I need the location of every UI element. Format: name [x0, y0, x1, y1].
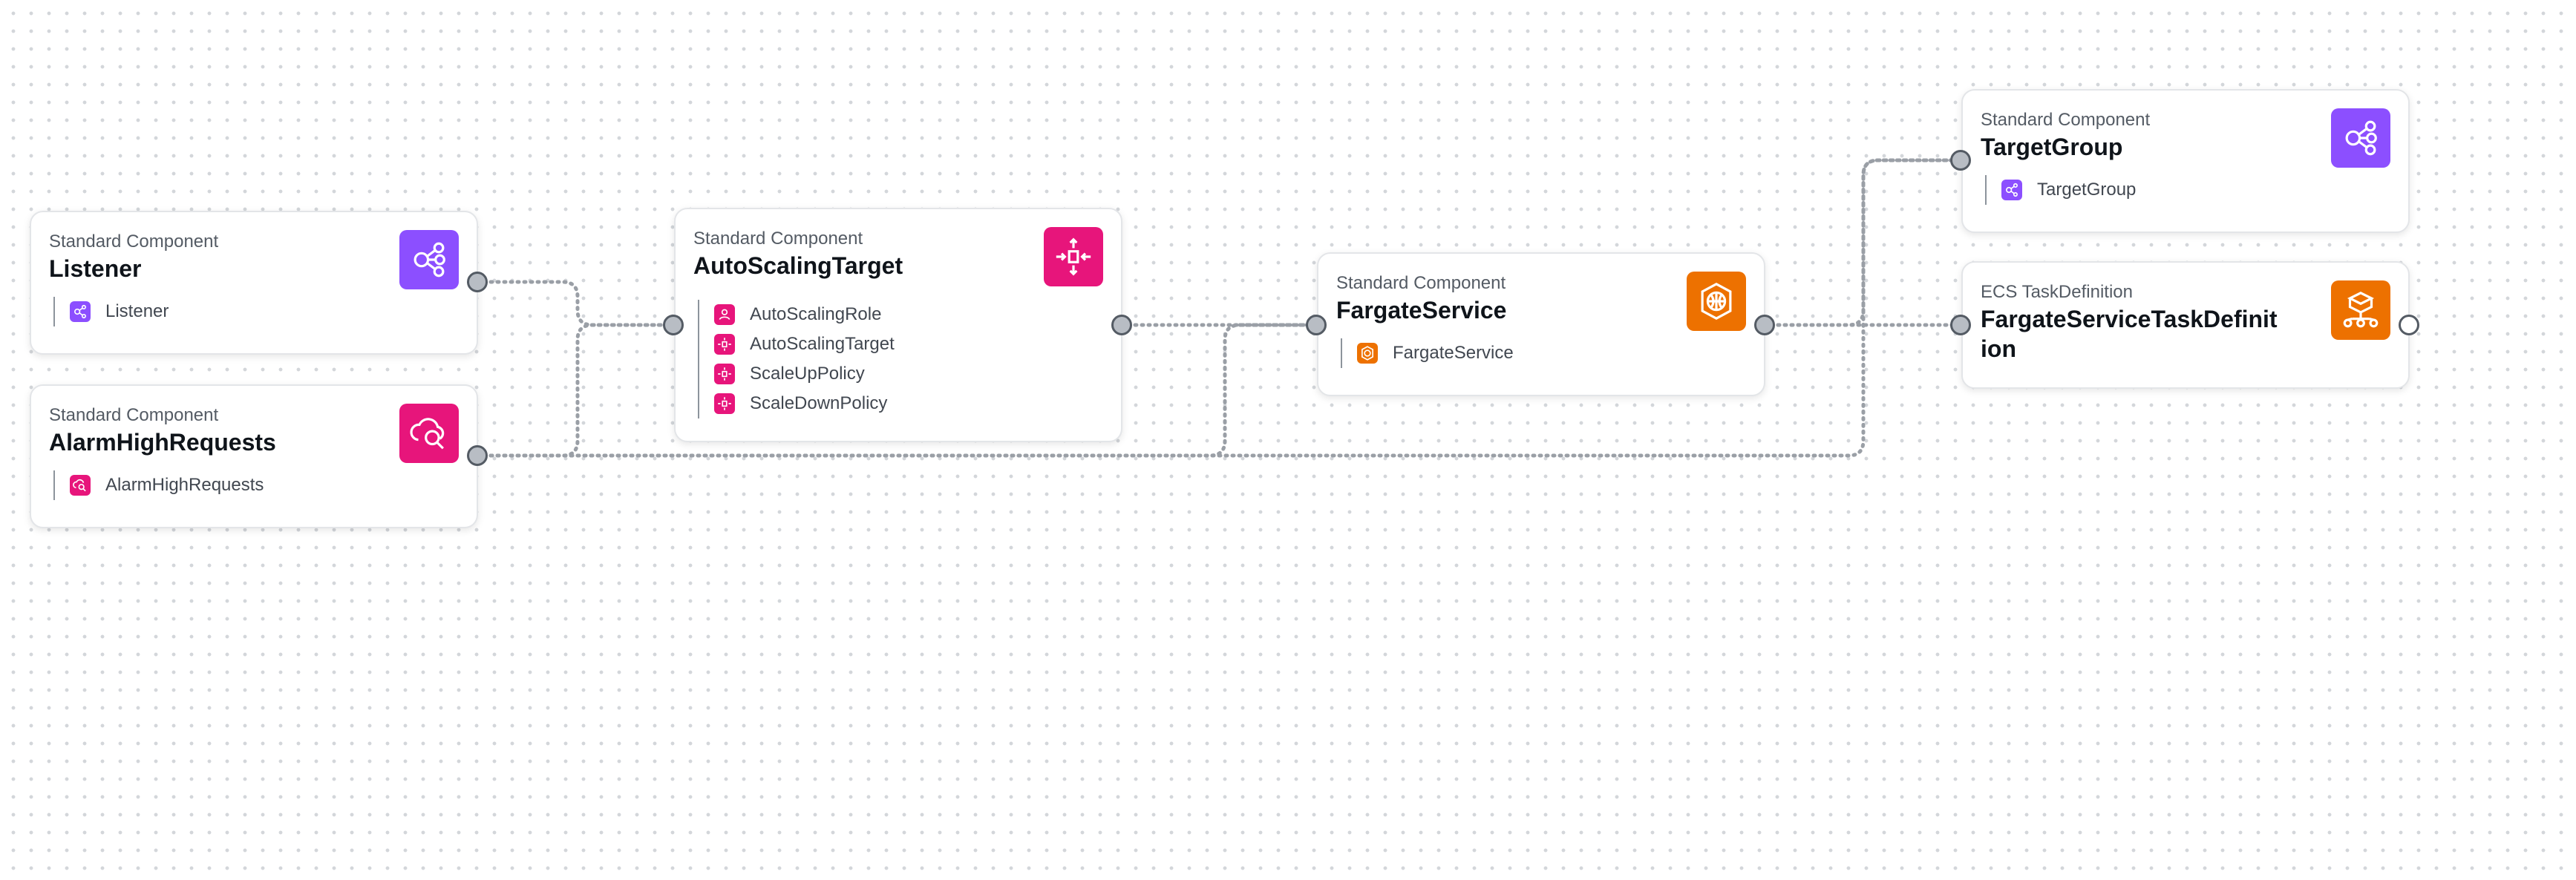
node-kind-label: Standard Component	[49, 405, 219, 425]
elb-listener-icon	[70, 301, 91, 322]
node-kind-label: Standard Component	[1336, 273, 1506, 293]
output-port[interactable]	[1111, 315, 1132, 335]
fargate-icon	[1687, 272, 1746, 331]
resource-label: AlarmHighRequests	[105, 475, 264, 495]
node-fargate-task-definition[interactable]: ECS TaskDefinition FargateServiceTaskDef…	[1961, 261, 2410, 389]
node-target-group[interactable]: Standard Component TargetGroup TargetGro…	[1961, 89, 2410, 233]
auto-scaling-icon	[714, 364, 735, 384]
input-port[interactable]	[1950, 150, 1971, 171]
resource-label: FargateService	[1393, 343, 1514, 363]
resource-item[interactable]: FargateService	[1357, 338, 1514, 368]
elb-listener-icon	[399, 230, 459, 289]
node-title: FargateServiceTaskDefinition	[1981, 306, 2278, 362]
input-port[interactable]	[1306, 315, 1327, 335]
fargate-icon	[1357, 343, 1378, 364]
auto-scaling-icon	[1044, 227, 1103, 286]
resource-item[interactable]: AlarmHighRequests	[70, 470, 264, 500]
resource-item[interactable]: AutoScalingRole	[714, 300, 895, 329]
output-port[interactable]	[467, 445, 488, 466]
node-title: AlarmHighRequests	[49, 429, 276, 456]
node-title: AutoScalingTarget	[693, 252, 903, 279]
output-port[interactable]	[467, 272, 488, 292]
cloudwatch-alarm-icon	[70, 475, 91, 496]
auto-scaling-icon	[714, 334, 735, 355]
iam-role-icon	[714, 304, 735, 325]
resource-label: Listener	[105, 301, 169, 321]
node-kind-label: Standard Component	[1981, 110, 2151, 130]
connection-edge[interactable]	[475, 323, 676, 458]
input-port[interactable]	[1950, 315, 1971, 335]
output-port[interactable]	[2399, 315, 2419, 335]
node-auto-scaling-target[interactable]: Standard Component AutoScalingTarget Aut…	[674, 208, 1122, 442]
node-title: TargetGroup	[1981, 134, 2123, 160]
auto-scaling-icon	[714, 393, 735, 414]
node-kind-label: Standard Component	[49, 232, 219, 252]
input-port[interactable]	[663, 315, 684, 335]
connection-edge[interactable]	[475, 280, 676, 327]
node-alarm-high-requests[interactable]: Standard Component AlarmHighRequests Ala…	[30, 384, 478, 528]
cloudwatch-alarm-icon	[399, 404, 459, 463]
resource-label: AutoScalingTarget	[750, 334, 895, 354]
resource-item[interactable]: ScaleDownPolicy	[714, 389, 895, 418]
node-kind-label: Standard Component	[693, 229, 863, 249]
node-listener[interactable]: Standard Component Listener Listener	[30, 211, 478, 355]
node-title: FargateService	[1336, 297, 1507, 324]
node-kind-label: ECS TaskDefinition	[1981, 282, 2133, 302]
resource-label: TargetGroup	[2037, 180, 2137, 200]
node-fargate-service[interactable]: Standard Component FargateService Fargat…	[1317, 252, 1765, 396]
resource-label: AutoScalingRole	[750, 304, 882, 324]
resource-item[interactable]: Listener	[70, 297, 169, 326]
resource-item[interactable]: ScaleUpPolicy	[714, 359, 895, 389]
resource-item[interactable]: AutoScalingTarget	[714, 329, 895, 359]
resource-label: ScaleDownPolicy	[750, 393, 888, 413]
resource-label: ScaleUpPolicy	[750, 364, 865, 384]
node-title: Listener	[49, 255, 142, 282]
elb-target-group-icon	[2001, 180, 2022, 200]
elb-target-group-icon	[2331, 108, 2390, 168]
resource-item[interactable]: TargetGroup	[2001, 175, 2136, 205]
ecs-task-definition-icon	[2331, 280, 2390, 340]
output-port[interactable]	[1754, 315, 1775, 335]
